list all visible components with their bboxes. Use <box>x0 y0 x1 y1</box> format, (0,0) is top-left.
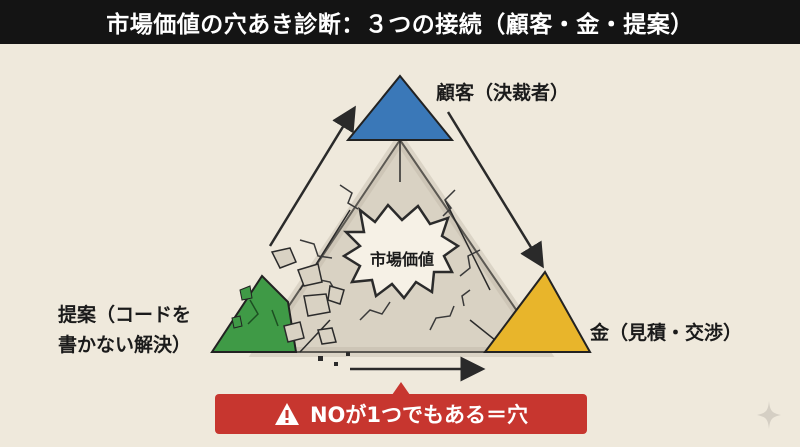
node-money-label: 金（見積・交渉） <box>590 322 743 344</box>
broken-fragments <box>270 247 345 345</box>
warning-pointer <box>392 382 410 395</box>
warning-triangle-icon <box>274 403 299 425</box>
node-proposal-label: 提案（コードを 書かない解決） <box>58 300 191 360</box>
arrow-left-to-top <box>268 105 356 247</box>
left-vertex-green <box>210 274 298 353</box>
triangle-diagram <box>210 74 592 382</box>
warning-banner: NOが1つでもある＝穴 <box>215 394 587 434</box>
node-customer-label: 顧客（決裁者） <box>436 82 570 104</box>
center-market-value-label: 市場価値 <box>369 250 434 269</box>
top-vertex-blue <box>345 74 455 141</box>
center-hole <box>341 203 461 300</box>
warning-text: NOが1つでもある＝穴 <box>309 403 529 427</box>
node-proposal-line1: 提案（コードを <box>58 304 192 326</box>
arrow-top-to-right <box>446 111 544 269</box>
right-vertex-yellow <box>483 270 592 353</box>
page-title: 市場価値の穴あき診断：３つの接続（顧客・金・提案） <box>106 12 694 38</box>
sparkle-icon <box>757 401 781 429</box>
cracks <box>299 184 481 331</box>
node-proposal-line2: 書かない解決） <box>58 334 192 356</box>
title-bar: 市場価値の穴あき診断：３つの接続（顧客・金・提案） <box>0 0 800 44</box>
